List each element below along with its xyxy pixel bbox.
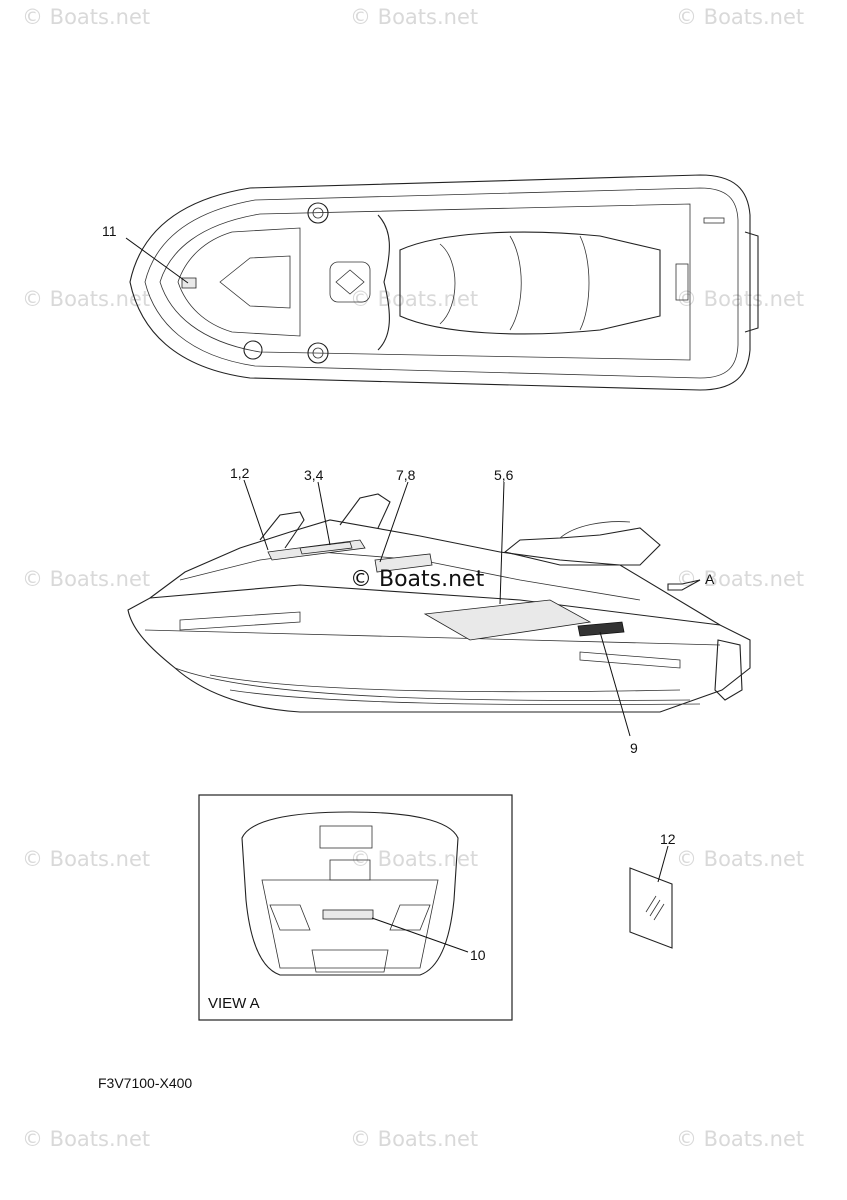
watermark: © Boats.net [676, 5, 804, 29]
stern-step-center [311, 949, 389, 973]
rub-rail [144, 629, 721, 646]
watermark: © Boats.net [350, 5, 478, 29]
stern-vent-left [269, 904, 311, 931]
side-view-watercraft: A © Boats.net [127, 493, 751, 713]
leader-9 [599, 631, 631, 737]
seat-side [503, 527, 661, 566]
hull-deck-line-top [159, 203, 691, 361]
hull-inner-line-top [144, 187, 739, 379]
decal-9 [577, 621, 625, 637]
hull-outline-top [129, 174, 751, 391]
decal-5-6 [423, 599, 592, 641]
decal-11 [181, 277, 197, 289]
leader-lines [125, 237, 669, 953]
card-12 [629, 867, 673, 949]
seat [399, 231, 661, 335]
seat-seam [579, 235, 590, 331]
watermark: © Boats.net [350, 847, 478, 871]
decal-7-8 [374, 553, 433, 573]
stern-step [744, 231, 759, 333]
chine-line-3 [229, 689, 701, 706]
stern-side [714, 639, 743, 701]
hull-outline-side [127, 584, 751, 713]
callout-3-4: 3,4 [304, 467, 324, 483]
view-a-arrow [667, 579, 701, 591]
mirror-left [307, 202, 329, 224]
stern-panel [261, 879, 439, 969]
watermark: © Boats.net [22, 847, 150, 871]
leader-3-4 [317, 481, 331, 546]
deck-line [179, 551, 641, 601]
leader-1-2 [243, 479, 269, 551]
mirror-inner [312, 347, 324, 359]
view-a-label: VIEW A [208, 995, 260, 1012]
mirror-side [259, 511, 305, 549]
callout-7-8: 7,8 [396, 467, 416, 483]
card-12-hatch [645, 895, 665, 921]
watermarks: © Boats.net © Boats.net © Boats.net © Bo… [22, 5, 804, 1151]
leader-12 [657, 845, 669, 883]
stern-box [329, 859, 371, 881]
side-vent [579, 651, 681, 669]
callout-5-6: 5,6 [494, 467, 514, 483]
drawing-code: F3V7100-X400 [98, 1075, 192, 1091]
watermark: © Boats.net [676, 847, 804, 871]
view-a-arrow-label: A [705, 571, 715, 587]
mirror-inner [312, 207, 324, 219]
mirror-right [307, 342, 329, 364]
part-12 [629, 867, 673, 949]
chine-line-2 [209, 674, 681, 693]
hub-logo [335, 269, 365, 295]
center-watermark: © Boats.net [350, 567, 485, 592]
bow-vent-side [179, 611, 301, 631]
rear-grab [675, 263, 689, 301]
watermark: © Boats.net [350, 287, 478, 311]
top-view-watercraft [129, 174, 759, 391]
callout-1-2: 1,2 [230, 465, 250, 481]
chine-line [174, 667, 691, 701]
stern-view-outline [241, 811, 459, 976]
watermark: © Boats.net [22, 1127, 150, 1151]
watermark: © Boats.net [350, 1127, 478, 1151]
callout-10: 10 [470, 947, 486, 963]
bow-panel [177, 227, 301, 337]
seat-seam [439, 243, 456, 325]
watermark: © Boats.net [22, 287, 150, 311]
view-a-frame [198, 794, 513, 1021]
view-a-box: VIEW A [198, 794, 513, 1021]
leader-5-6 [499, 481, 505, 605]
callout-12: 12 [660, 831, 676, 847]
callout-11: 11 [102, 223, 117, 239]
watermark: © Boats.net [22, 567, 150, 591]
deck-outline-side [149, 519, 721, 626]
watermark: © Boats.net [676, 287, 804, 311]
stern-top-panel [319, 825, 373, 849]
callouts: 11 1,2 3,4 7,8 5,6 9 10 12 [102, 223, 676, 963]
handlebar-side [339, 493, 391, 529]
decal-10 [322, 909, 374, 920]
leader-10 [371, 917, 469, 953]
stern-vent-right [389, 904, 431, 931]
backrest [559, 521, 631, 539]
seat-seam [509, 235, 522, 331]
leader-11 [125, 237, 189, 284]
handlebar [377, 214, 390, 351]
steering-hub [329, 261, 371, 303]
stern-slot [703, 217, 725, 224]
watermark: © Boats.net [676, 567, 804, 591]
bow-vent [219, 255, 291, 309]
watermark: © Boats.net [676, 1127, 804, 1151]
decal-3-4 [299, 541, 353, 555]
bumper-round [243, 340, 263, 360]
leader-7-8 [379, 481, 409, 563]
callout-9: 9 [630, 740, 638, 756]
watermark: © Boats.net [22, 5, 150, 29]
